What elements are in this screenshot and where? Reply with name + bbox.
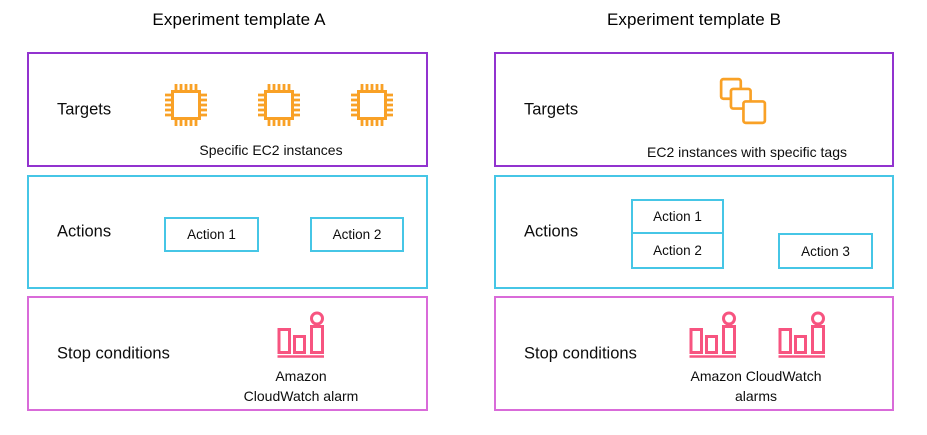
stop-caption-line: Amazon xyxy=(275,368,327,384)
template-b-actions-box: Actions Action 1 Action 2 Action 3 xyxy=(494,175,894,289)
action-item: Action 2 xyxy=(310,217,404,252)
actions-label: Actions xyxy=(57,222,112,241)
template-b-stop-conditions-box: Stop conditions Amazon CloudWatch alarms xyxy=(494,296,894,411)
targets-label: Targets xyxy=(57,100,112,118)
stop-conditions-caption: Amazon CloudWatch alarm xyxy=(244,366,359,406)
action-item: Action 2 xyxy=(631,232,724,269)
stop-caption-line: CloudWatch alarm xyxy=(243,388,359,404)
template-a-title: Experiment template A xyxy=(152,10,326,29)
cloudwatch-alarm-icon xyxy=(778,311,826,359)
ec2-instance-chip-icon xyxy=(164,83,208,127)
cloudwatch-alarm-icon xyxy=(277,311,325,359)
targets-caption: Specific EC2 instances xyxy=(199,142,343,158)
template-a-stop-conditions-box: Stop conditions Amazon CloudWatch alarm xyxy=(27,296,428,411)
template-a-actions-box: Actions Action 1 Action 2 xyxy=(27,175,428,289)
template-b-title: Experiment template B xyxy=(606,10,782,29)
targets-caption: EC2 instances with specific tags xyxy=(647,144,847,160)
stop-caption-line: alarms xyxy=(734,388,778,404)
template-a-targets-box: Targets Specific EC2 instances xyxy=(27,52,428,167)
actions-label: Actions xyxy=(524,222,579,241)
cloudwatch-alarm-icon xyxy=(689,311,737,359)
stop-conditions-label: Stop conditions xyxy=(524,344,637,362)
ec2-instance-chip-icon xyxy=(350,83,394,127)
template-b-targets-box: Targets EC2 instances with specific tags xyxy=(494,52,894,167)
stop-conditions-label: Stop conditions xyxy=(57,344,170,362)
stop-caption-line: Amazon CloudWatch xyxy=(690,368,822,384)
stacked-instances-tags-icon xyxy=(718,76,768,126)
targets-label: Targets xyxy=(524,100,579,118)
ec2-instance-chip-icon xyxy=(257,83,301,127)
stop-conditions-caption: Amazon CloudWatch alarms xyxy=(691,366,822,406)
action-item: Action 3 xyxy=(778,233,873,269)
action-item: Action 1 xyxy=(164,217,259,252)
action-item: Action 1 xyxy=(631,199,724,234)
